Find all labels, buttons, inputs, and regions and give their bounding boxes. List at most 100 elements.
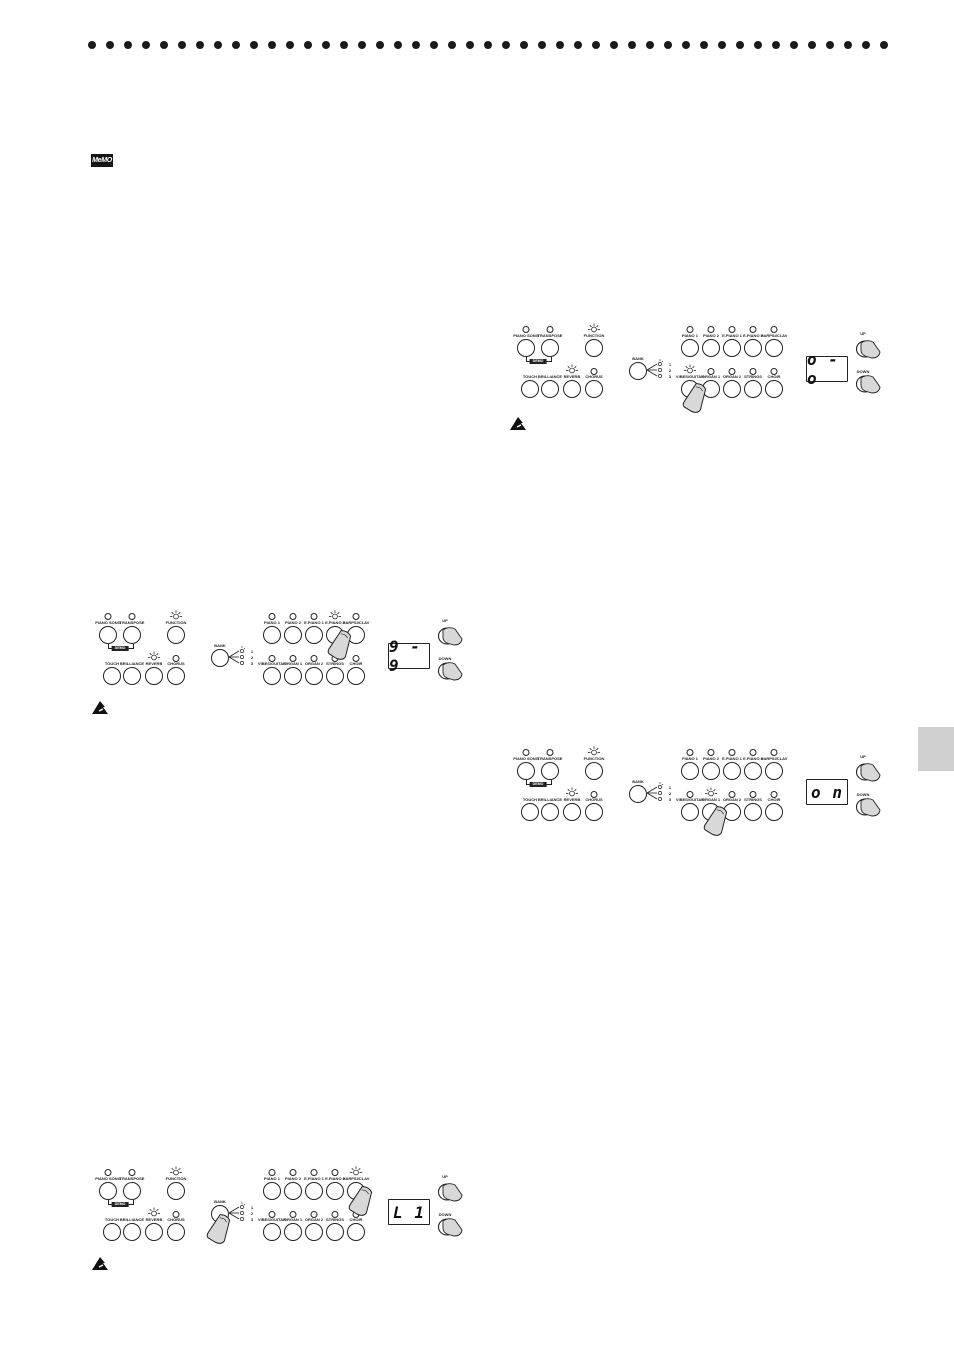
- voice-label: ORGAN 1: [283, 1217, 303, 1222]
- button-label: REVERB: [145, 661, 163, 666]
- rule-dot: [610, 41, 618, 49]
- voice-button-bottom-4[interactable]: [326, 667, 344, 685]
- voice-button-top-3[interactable]: [723, 339, 741, 357]
- piano-song-button[interactable]: [517, 339, 535, 357]
- down-button[interactable]: [437, 659, 463, 681]
- piano-song-button[interactable]: [99, 626, 117, 644]
- bank-button[interactable]: [629, 785, 647, 803]
- voice-label: ORGAN 2: [304, 661, 324, 666]
- rule-dot: [286, 41, 294, 49]
- voice-button-bottom-5[interactable]: [765, 380, 783, 398]
- chorus-button[interactable]: [167, 1223, 185, 1241]
- touch-button[interactable]: [103, 667, 121, 685]
- rule-dot: [124, 41, 132, 49]
- voice-button-bottom-1[interactable]: [263, 1223, 281, 1241]
- button-label: TRANSPOSE: [537, 333, 563, 338]
- voice-button-top-4[interactable]: [744, 339, 762, 357]
- rule-dot: [772, 41, 780, 49]
- voice-label: PIANO 2: [284, 620, 302, 625]
- voice-button-top-1[interactable]: [681, 339, 699, 357]
- reverb-button[interactable]: [145, 667, 163, 685]
- voice-button-top-3[interactable]: [305, 626, 323, 644]
- rule-dot: [412, 41, 420, 49]
- indicator-led: [268, 655, 276, 662]
- button-label: BRILLIANCE: [537, 374, 563, 379]
- touch-button[interactable]: [521, 803, 539, 821]
- piano-song-button[interactable]: [99, 1182, 117, 1200]
- function-button[interactable]: [167, 626, 185, 644]
- function-button[interactable]: [585, 762, 603, 780]
- bank-led-label: 1: [668, 785, 672, 790]
- chorus-button[interactable]: [585, 380, 603, 398]
- lit-led-icon: [170, 1166, 182, 1176]
- voice-button-bottom-5[interactable]: [765, 803, 783, 821]
- indicator-led: [128, 1169, 136, 1176]
- rule-dot: [880, 41, 888, 49]
- up-button[interactable]: [437, 1180, 463, 1202]
- voice-button-bottom-3[interactable]: [305, 667, 323, 685]
- rule-dot: [106, 41, 114, 49]
- up-button[interactable]: [855, 337, 881, 359]
- voice-button-bottom-5[interactable]: [347, 667, 365, 685]
- voice-button-top-2[interactable]: [284, 626, 302, 644]
- voice-button-bottom-2[interactable]: [284, 667, 302, 685]
- indicator-led: [331, 1211, 339, 1218]
- brilliance-button[interactable]: [123, 667, 141, 685]
- reverb-button[interactable]: [145, 1223, 163, 1241]
- function-button[interactable]: [585, 339, 603, 357]
- brilliance-button[interactable]: [541, 380, 559, 398]
- led-display: L 1: [388, 1199, 430, 1225]
- bank-button[interactable]: [629, 362, 647, 380]
- reverb-button[interactable]: [563, 380, 581, 398]
- voice-button-bottom-5[interactable]: [347, 1223, 365, 1241]
- up-button[interactable]: [855, 760, 881, 782]
- touch-button[interactable]: [521, 380, 539, 398]
- transpose-button[interactable]: [123, 1182, 141, 1200]
- reverb-button[interactable]: [563, 803, 581, 821]
- voice-button-bottom-4[interactable]: [326, 1223, 344, 1241]
- voice-button-top-4[interactable]: [744, 762, 762, 780]
- voice-label: STRINGS: [326, 661, 344, 666]
- rule-dot: [484, 41, 492, 49]
- voice-button-bottom-3[interactable]: [305, 1223, 323, 1241]
- voice-button-bottom-2[interactable]: [284, 1223, 302, 1241]
- up-button[interactable]: [437, 624, 463, 646]
- transpose-button[interactable]: [541, 762, 559, 780]
- section-tab: [918, 727, 954, 771]
- brilliance-button[interactable]: [123, 1223, 141, 1241]
- transpose-button[interactable]: [541, 339, 559, 357]
- voice-button-bottom-4[interactable]: [744, 380, 762, 398]
- chorus-button[interactable]: [167, 667, 185, 685]
- voice-button-top-1[interactable]: [263, 1182, 281, 1200]
- voice-button-top-5[interactable]: [765, 762, 783, 780]
- voice-button-top-4[interactable]: [326, 1182, 344, 1200]
- voice-button-bottom-1[interactable]: [681, 803, 699, 821]
- indicator-led: [268, 1211, 276, 1218]
- brilliance-button[interactable]: [541, 803, 559, 821]
- voice-button-top-3[interactable]: [723, 762, 741, 780]
- down-button[interactable]: [855, 795, 881, 817]
- touch-button[interactable]: [103, 1223, 121, 1241]
- rule-dot: [754, 41, 762, 49]
- voice-button-top-5[interactable]: [765, 339, 783, 357]
- down-button[interactable]: [855, 372, 881, 394]
- voice-button-top-2[interactable]: [702, 339, 720, 357]
- indicator-led: [546, 749, 554, 756]
- rule-dot: [574, 41, 582, 49]
- voice-button-top-2[interactable]: [702, 762, 720, 780]
- piano-song-button[interactable]: [517, 762, 535, 780]
- rule-dot: [448, 41, 456, 49]
- voice-button-top-1[interactable]: [681, 762, 699, 780]
- down-button[interactable]: [437, 1215, 463, 1237]
- voice-button-top-2[interactable]: [284, 1182, 302, 1200]
- transpose-button[interactable]: [123, 626, 141, 644]
- function-button[interactable]: [167, 1182, 185, 1200]
- voice-button-bottom-4[interactable]: [744, 803, 762, 821]
- voice-button-bottom-3[interactable]: [723, 380, 741, 398]
- button-label: BRILLIANCE: [537, 797, 563, 802]
- voice-button-bottom-1[interactable]: [263, 667, 281, 685]
- bank-button[interactable]: [211, 649, 229, 667]
- chorus-button[interactable]: [585, 803, 603, 821]
- voice-button-top-3[interactable]: [305, 1182, 323, 1200]
- voice-button-top-1[interactable]: [263, 626, 281, 644]
